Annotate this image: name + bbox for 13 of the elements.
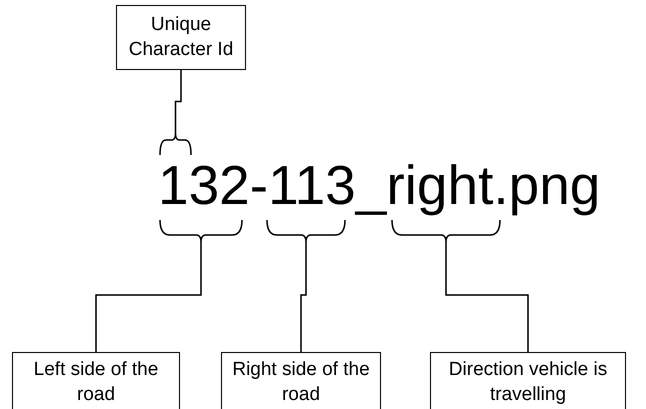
- file-name: 132-113_right.png: [158, 158, 600, 213]
- curly-brace: [390, 220, 502, 242]
- label-box: Right side of the road: [221, 352, 381, 409]
- curly-brace: [265, 220, 347, 242]
- label-box: Direction vehicle is travelling: [430, 352, 626, 409]
- label-box: Unique Character Id: [116, 5, 246, 70]
- leader-line: [300, 242, 307, 352]
- leader-line: [174, 70, 182, 133]
- curly-brace: [158, 133, 193, 155]
- leader-line: [445, 242, 529, 352]
- leader-line: [95, 242, 202, 352]
- curly-brace: [158, 220, 244, 242]
- label-box: Left side of the road: [12, 352, 180, 409]
